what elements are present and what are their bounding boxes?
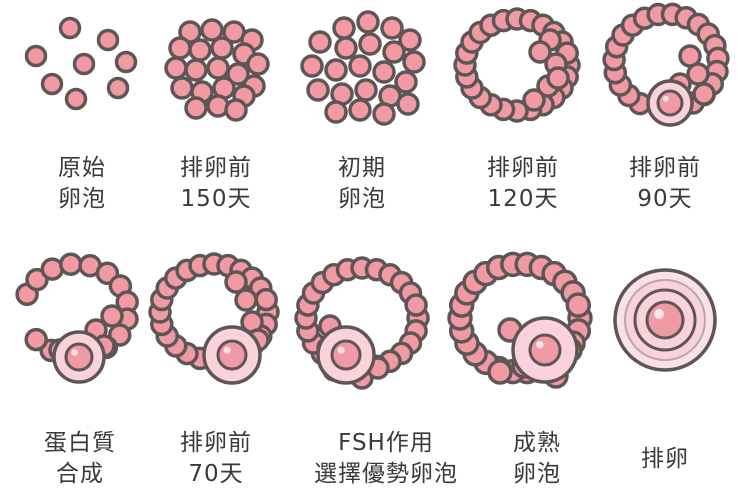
granulosa-cell [692, 82, 716, 106]
granulosa-cell [348, 54, 372, 78]
granulosa-cell [396, 92, 420, 116]
granulosa-cell [394, 70, 418, 94]
granulosa-cell [324, 58, 348, 82]
follicle-early [300, 10, 426, 126]
label-mature: 成熟卵泡 [513, 430, 561, 487]
follicle-pre-ovulation-90 [602, 2, 730, 127]
granulosa-cell [565, 292, 592, 318]
granulosa-cell [224, 270, 248, 294]
granulosa-cell [24, 327, 48, 352]
granulosa-cell [356, 10, 380, 34]
granulosa-cell [358, 32, 382, 56]
granulosa-cell [372, 60, 396, 84]
granulosa-cell [114, 50, 138, 74]
granulosa-cell [332, 16, 356, 40]
granulosa-cell [402, 50, 426, 74]
granulosa-cell [210, 36, 234, 60]
granulosa-cell [106, 76, 130, 100]
granulosa-cell [398, 28, 422, 52]
granulosa-cell [184, 58, 208, 82]
granulosa-cell [72, 52, 96, 76]
granulosa-cell [354, 78, 378, 102]
oocyte-highlight [662, 95, 669, 102]
granulosa-cell [206, 56, 230, 80]
label-protein-synthesis: 蛋白質合成 [44, 430, 116, 487]
oocyte [528, 333, 562, 367]
ovum [645, 300, 685, 340]
follicle-pre-ovulation-70 [148, 252, 280, 385]
follicle-mature [447, 251, 593, 389]
granulosa-cell [226, 62, 250, 86]
oocyte [216, 339, 248, 371]
granulosa-cell [64, 87, 88, 111]
label-ovulation: 排卵 [641, 446, 689, 472]
granulosa-cell [546, 66, 570, 90]
granulosa-cell [246, 52, 270, 76]
granulosa-cell [40, 72, 64, 96]
granulosa-cell [96, 28, 120, 52]
granulosa-cell [382, 40, 406, 64]
granulosa-cell [254, 287, 278, 312]
follicle-pre-ovulation-120 [453, 7, 581, 123]
oocyte-highlight [536, 341, 544, 349]
granulosa-cell [380, 16, 404, 40]
granulosa-cell [224, 98, 248, 122]
granulosa-cell [168, 36, 192, 60]
granulosa-cell [200, 18, 224, 42]
granulosa-cell [184, 96, 208, 120]
oocyte-highlight [223, 346, 231, 354]
oocyte-highlight [71, 349, 78, 356]
follicle-pre-ovulation-150 [164, 18, 270, 122]
follicle-primordial [24, 16, 138, 111]
granulosa-cell [24, 44, 48, 68]
granulosa-cell [306, 78, 330, 102]
follicle-fsh-selection [294, 256, 430, 390]
label-primordial: 原始卵泡 [58, 155, 106, 212]
granulosa-cell [100, 304, 124, 328]
granulosa-cell [348, 98, 372, 122]
granulosa-cell [170, 76, 194, 100]
granulosa-cell [522, 88, 546, 112]
granulosa-cell [324, 100, 348, 124]
granulosa-cell [234, 288, 258, 312]
granulosa-cell [59, 252, 83, 276]
ovum-highlight [654, 309, 664, 319]
granulosa-cell [372, 102, 396, 126]
oocyte-highlight [337, 346, 345, 354]
label-early: 初期卵泡 [338, 155, 386, 212]
follicle-ovulation [613, 268, 717, 372]
granulosa-cell [188, 38, 212, 62]
oocyte [64, 342, 94, 372]
oocyte [330, 339, 362, 371]
granulosa-cell [164, 56, 188, 80]
granulosa-cell [528, 40, 552, 64]
granulosa-cell [58, 16, 82, 40]
granulosa-cell [308, 30, 332, 54]
granulosa-cell [334, 36, 358, 60]
label-fsh-selection: FSH作用選擇優勢卵泡 [314, 430, 458, 487]
follicle-protein-synthesis [15, 252, 139, 384]
granulosa-cell [404, 293, 428, 317]
granulosa-cell [487, 359, 513, 385]
granulosa-cell [300, 54, 324, 78]
oocyte [656, 89, 684, 117]
